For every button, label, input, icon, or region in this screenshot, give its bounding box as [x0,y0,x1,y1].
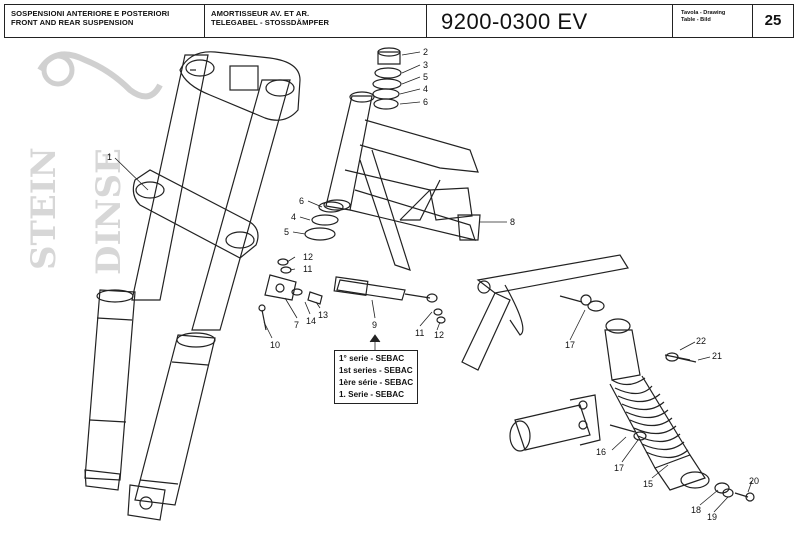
callout-4-lower: 4 [291,212,296,222]
callout-12-right: 12 [434,330,444,340]
title-german: TELEGABEL - STOSSDÄMPFER [211,18,330,27]
title-cell-left: SOSPENSIONI ANTERIORE E POSTERIORI FRONT… [5,5,205,37]
title-cell-middle: AMORTISSEUR AV. ET AR. TELEGABEL - STOSS… [205,5,427,37]
callout-12-left: 12 [303,252,313,262]
callout-8: 8 [510,217,515,227]
bearing-stack-upper [372,47,402,110]
watermark-text-1: STEIN [24,147,64,270]
steering-damper [258,258,446,331]
shock-reservoir [509,394,755,502]
title-block: SOSPENSIONI ANTERIORE E POSTERIORI FRONT… [4,4,794,38]
callout-20: 20 [749,476,759,486]
swingarm [461,254,629,371]
note-box-sebac: 1° serie - SEBAC 1st series - SEBAC 1ère… [334,350,418,404]
note-line-de: 1. Serie - SEBAC [339,390,405,399]
callout-13: 13 [318,310,328,320]
page-number-cell: 25 [753,5,793,37]
title-italian: SOSPENSIONI ANTERIORE E POSTERIORI [11,9,170,18]
table-label-cell: Tavola - Drawing Table - Bild [673,5,753,37]
callout-10: 10 [270,340,280,350]
callout-9: 9 [372,320,377,330]
callout-2: 2 [423,47,428,57]
page-number: 25 [764,12,782,29]
callout-17-upper: 17 [565,340,575,350]
note-line-it: 1° serie - SEBAC [339,354,405,363]
table-label-2: Table - Bild [681,17,711,23]
callout-18: 18 [691,505,701,515]
callout-6-lower: 6 [299,196,304,206]
watermark-text-2: DINSE [89,148,129,275]
callout-3: 3 [423,60,428,70]
table-label-1: Tavola - Drawing [681,10,726,16]
callout-1: 1 [107,152,112,162]
note-line-en: 1st series - SEBAC [339,366,413,375]
exploded-view-drawing: STEIN DINSE [24,47,759,522]
callout-21: 21 [712,351,722,361]
bearing-stack-lower [304,201,344,241]
rear-shock [559,294,710,491]
title-french: AMORTISSEUR AV. ET AR. [211,9,310,18]
callout-19: 19 [707,512,717,522]
part-code: 9200-0300 EV [441,9,588,34]
callout-14: 14 [306,316,316,326]
frame-steering-head [323,91,481,271]
callout-17-lower: 17 [614,463,624,473]
callout-22: 22 [696,336,706,346]
note-line-fr: 1ère série - SEBAC [339,378,414,387]
callout-4-upper: 4 [423,84,428,94]
callout-15: 15 [643,479,653,489]
leader-lines [114,51,753,513]
part-code-cell: 9200-0300 EV [427,5,673,37]
callout-6-upper: 6 [423,97,428,107]
callout-16: 16 [596,447,606,457]
title-english: FRONT AND REAR SUSPENSION [11,18,134,27]
callout-11-right: 11 [415,328,424,338]
callout-5-upper: 5 [423,72,428,82]
callout-11-left: 11 [303,264,312,274]
callout-5-lower: 5 [284,227,289,237]
watermark-logo [37,51,163,100]
callout-7: 7 [294,320,299,330]
front-fork [84,51,301,521]
